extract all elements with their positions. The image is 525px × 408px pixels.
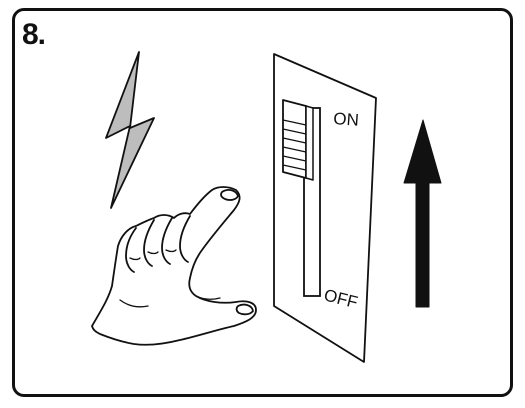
switch-wall-plate xyxy=(274,54,376,362)
switch-on-label: ON xyxy=(333,109,360,130)
lightning-bolt-icon xyxy=(106,52,154,208)
switch-toggle-knob[interactable] xyxy=(283,100,313,180)
up-arrow-icon xyxy=(404,120,441,307)
pointing-hand-icon xyxy=(92,187,256,345)
